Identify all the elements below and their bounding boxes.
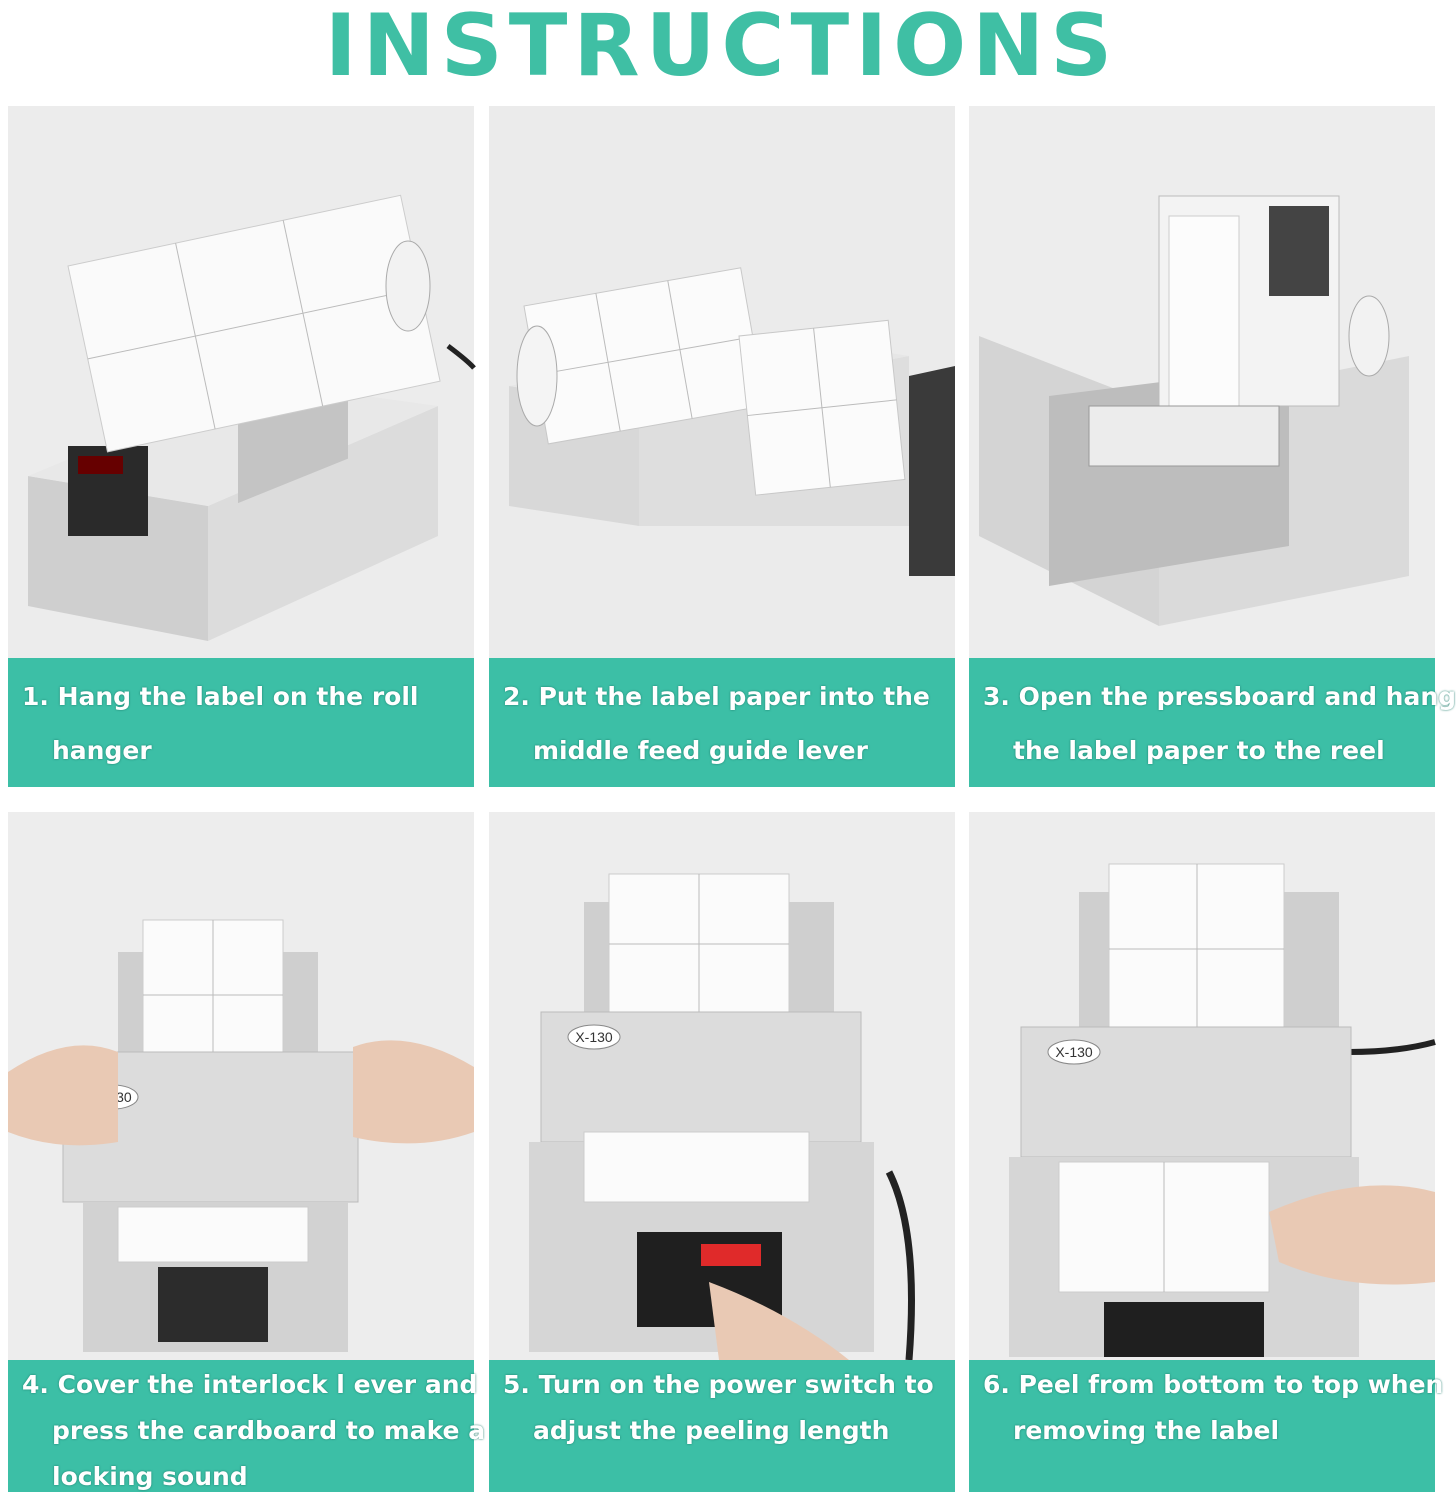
step-4-caption: 4. Cover the interlock l ever and press … bbox=[8, 1360, 486, 1492]
step-3-caption-line-1: 3. Open the pressboard and hang bbox=[983, 682, 1456, 711]
step-5-caption: 5. Turn on the power switch to adjust th… bbox=[489, 1360, 955, 1492]
step-card-5: X-130 5. Turn on the power switch to adj… bbox=[489, 812, 955, 1492]
step-1-photo bbox=[8, 106, 476, 658]
step-6-caption-line-2: removing the label bbox=[1013, 1416, 1280, 1445]
step-1-caption: 1. Hang the label on the roll hanger bbox=[8, 658, 474, 787]
step-card-6: X-130 6. Peel from bottom to top when re… bbox=[969, 812, 1444, 1492]
step-card-3: 3. Open the pressboard and hang the labe… bbox=[969, 106, 1456, 787]
step-card-4: X-130 4. Cover the interlock l ever and … bbox=[8, 812, 486, 1492]
step-4-caption-line-1: 4. Cover the interlock l ever and bbox=[22, 1370, 478, 1399]
step-4-caption-line-2: press the cardboard to make a bbox=[52, 1416, 486, 1445]
step-4-caption-line-3: locking sound bbox=[52, 1462, 248, 1491]
step-2-photo bbox=[489, 106, 955, 658]
step-3-photo bbox=[969, 106, 1435, 658]
step-3-caption: 3. Open the pressboard and hang the labe… bbox=[969, 658, 1456, 787]
step-3-caption-line-2: the label paper to the reel bbox=[1013, 736, 1385, 765]
step-1-caption-line-2: hanger bbox=[52, 736, 152, 765]
step-6-caption: 6. Peel from bottom to top when removing… bbox=[969, 1360, 1444, 1492]
step-2-caption: 2. Put the label paper into the middle f… bbox=[489, 658, 955, 787]
step-4-photo: X-130 bbox=[8, 812, 474, 1360]
step-1-caption-line-1: 1. Hang the label on the roll bbox=[22, 682, 419, 711]
step-6-model-label: X-130 bbox=[1055, 1044, 1093, 1060]
step-5-photo: X-130 bbox=[489, 812, 955, 1361]
step-5-caption-line-1: 5. Turn on the power switch to bbox=[503, 1370, 934, 1399]
step-2-caption-line-1: 2. Put the label paper into the bbox=[503, 682, 930, 711]
step-2-caption-line-2: middle feed guide lever bbox=[533, 736, 868, 765]
step-6-photo: X-130 bbox=[969, 812, 1436, 1360]
step-5-model-label: X-130 bbox=[575, 1029, 613, 1045]
step-card-2: 2. Put the label paper into the middle f… bbox=[489, 106, 955, 787]
step-6-caption-line-1: 6. Peel from bottom to top when bbox=[983, 1370, 1444, 1399]
step-card-1: 1. Hang the label on the roll hanger bbox=[8, 106, 476, 787]
step-5-caption-line-2: adjust the peeling length bbox=[533, 1416, 890, 1445]
page-title: INSTRUCTIONS bbox=[324, 0, 1119, 96]
